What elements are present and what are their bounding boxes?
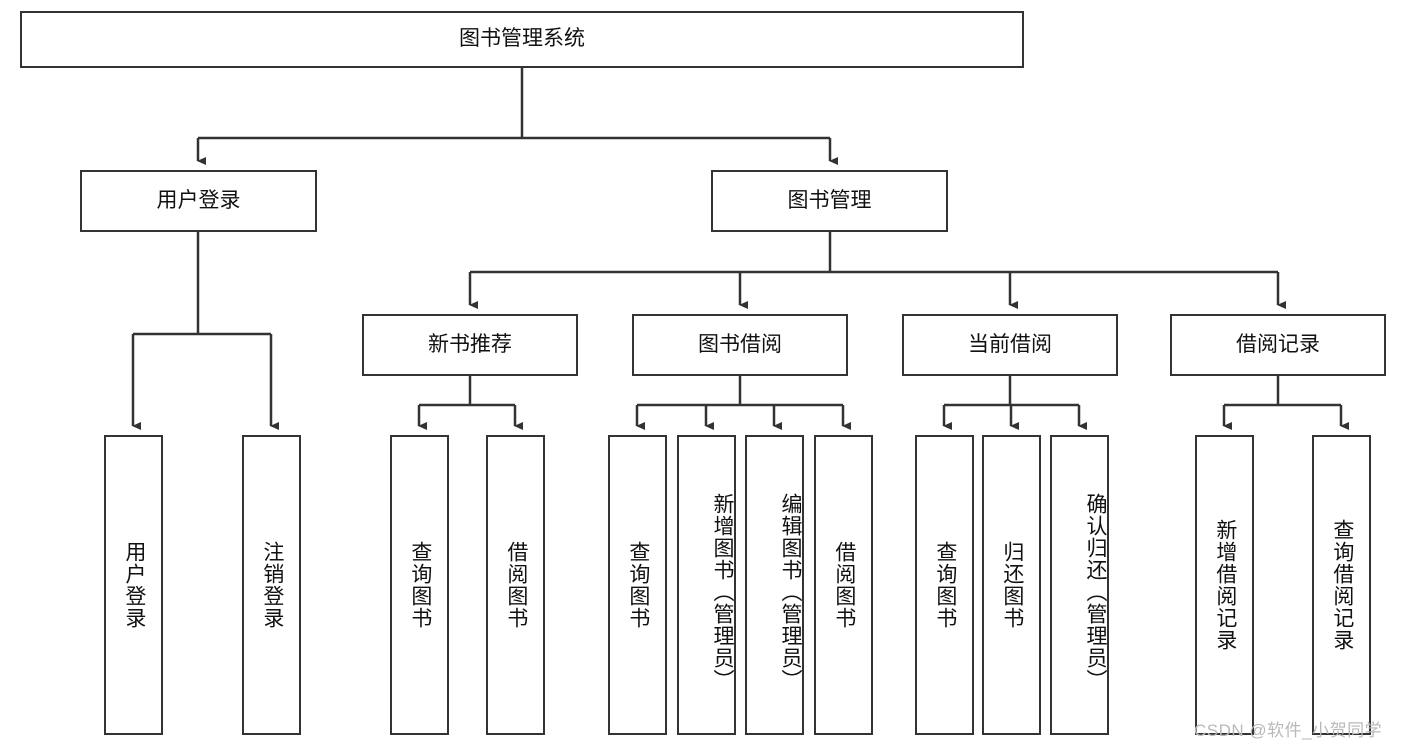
node-new-book-recommend[interactable]: 新书推荐 xyxy=(362,314,578,376)
node-label: 确认归还（管理员） xyxy=(1084,493,1107,691)
node-label: 查询图书 xyxy=(408,541,432,629)
node-user-login[interactable]: 用户登录 xyxy=(80,170,317,232)
leaf-book-borrow-edit-admin[interactable]: 编辑图书（管理员） xyxy=(745,435,804,735)
csdn-watermark: CSDN @软件_小贺同学 xyxy=(1194,721,1383,740)
node-label: 新增图书（管理员） xyxy=(711,493,734,691)
leaf-current-borrow-query[interactable]: 查询图书 xyxy=(915,435,974,735)
node-root-book-management-system[interactable]: 图书管理系统 xyxy=(20,11,1024,68)
leaf-borrow-record-add[interactable]: 新增借阅记录 xyxy=(1195,435,1254,735)
node-label: 借阅图书 xyxy=(832,541,856,629)
leaf-book-borrow-add-admin[interactable]: 新增图书（管理员） xyxy=(677,435,736,735)
node-current-borrow[interactable]: 当前借阅 xyxy=(902,314,1118,376)
leaf-book-borrow-borrow[interactable]: 借阅图书 xyxy=(814,435,873,735)
leaf-user-login-logout[interactable]: 注销登录 xyxy=(242,435,301,735)
node-label: 注销登录 xyxy=(260,541,284,629)
leaf-book-borrow-query[interactable]: 查询图书 xyxy=(608,435,667,735)
node-label: 用户登录 xyxy=(156,188,241,212)
node-label: 新书推荐 xyxy=(428,332,512,356)
node-label: 查询图书 xyxy=(933,541,957,629)
node-label: 图书借阅 xyxy=(698,332,782,356)
node-label: 图书管理 xyxy=(787,188,872,212)
leaf-borrow-record-query[interactable]: 查询借阅记录 xyxy=(1312,435,1371,735)
leaf-new-book-query[interactable]: 查询图书 xyxy=(390,435,449,735)
node-label: 编辑图书（管理员） xyxy=(779,493,802,691)
node-borrow-record[interactable]: 借阅记录 xyxy=(1170,314,1386,376)
node-label: 用户登录 xyxy=(122,541,146,629)
leaf-new-book-borrow[interactable]: 借阅图书 xyxy=(486,435,545,735)
node-label: 查询图书 xyxy=(626,541,650,629)
node-label: 查询借阅记录 xyxy=(1330,519,1354,651)
node-label: 图书管理系统 xyxy=(459,27,585,51)
node-label: 归还图书 xyxy=(1000,541,1024,629)
node-label: 借阅图书 xyxy=(504,541,528,629)
node-book-management[interactable]: 图书管理 xyxy=(711,170,948,232)
leaf-user-login-login[interactable]: 用户登录 xyxy=(104,435,163,735)
leaf-current-borrow-return[interactable]: 归还图书 xyxy=(982,435,1041,735)
node-label: 新增借阅记录 xyxy=(1213,519,1237,651)
node-book-borrow[interactable]: 图书借阅 xyxy=(632,314,848,376)
node-label: 当前借阅 xyxy=(968,332,1052,356)
node-label: 借阅记录 xyxy=(1236,332,1320,356)
leaf-current-borrow-confirm-admin[interactable]: 确认归还（管理员） xyxy=(1050,435,1109,735)
